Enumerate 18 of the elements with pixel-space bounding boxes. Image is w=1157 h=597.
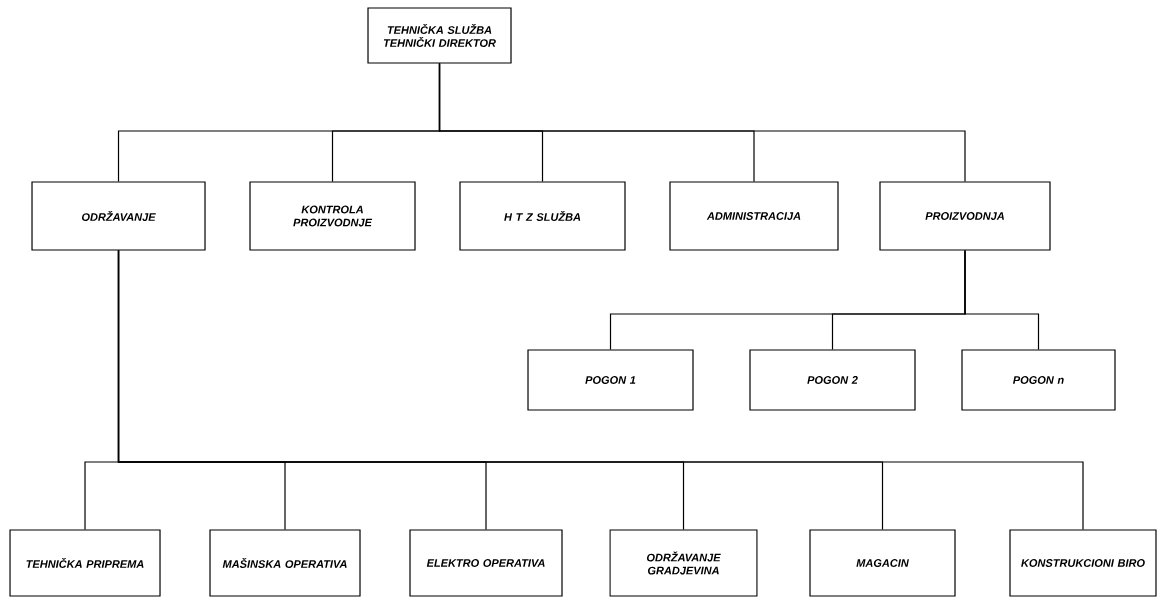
org-box: H T Z SLUŽBA: [459, 181, 626, 251]
org-box: MAŠINSKA OPERATIVA: [209, 529, 361, 597]
org-box: KONTROLA PROIZVODNJE: [249, 181, 416, 251]
org-box: POGON n: [961, 349, 1116, 411]
org-box: ELEKTRO OPERATIVA: [409, 529, 563, 597]
org-box: ODRŽAVANJE: [31, 181, 206, 251]
org-box: POGON 1: [527, 349, 694, 411]
connector-line: [964, 250, 1040, 350]
org-box: MAGACIN: [809, 529, 956, 597]
org-box: ADMINISTRACIJA: [669, 181, 839, 251]
org-box: ODRŽAVANJE GRADJEVINA: [609, 529, 758, 597]
org-box: PROIZVODNJA: [879, 181, 1051, 251]
org-box: KONSTRUKCIONI BIRO: [1009, 529, 1157, 597]
org-box: POGON 2: [749, 349, 916, 411]
connector-line: [438, 63, 966, 182]
org-box: TEHNIČKA SLUŽBA TEHNIČKI DIREKTOR: [367, 7, 512, 64]
org-box: TEHNIČKA PRIPREMA: [9, 529, 161, 597]
connector-line: [117, 250, 1084, 530]
